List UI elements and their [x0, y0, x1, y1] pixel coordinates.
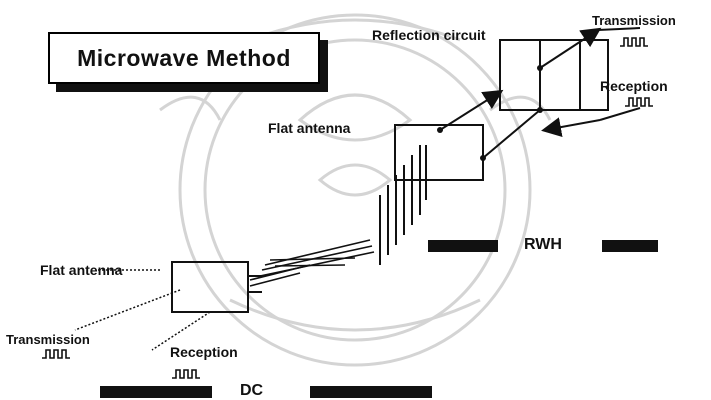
- reception-top-label: Reception: [600, 78, 668, 94]
- reflection-circuit-box: [499, 39, 609, 111]
- dc-label: DC: [240, 382, 264, 399]
- flat-antenna-bottom-label: Flat antenna: [40, 262, 123, 278]
- reflection-circuit-label: Reflection circuit: [372, 27, 486, 43]
- flat-antenna-top-box: [394, 124, 484, 181]
- pulse-train-icon: [42, 37, 653, 379]
- diagram-title: Microwave Method: [77, 44, 291, 71]
- reception-bottom-label: Reception: [170, 344, 238, 360]
- label-bars: [100, 240, 658, 398]
- flat-antenna-top-label: Flat antenna: [268, 120, 351, 136]
- title-box: Microwave Method: [48, 32, 320, 84]
- flat-antenna-bottom-box: [171, 261, 262, 313]
- wave-beam-lines: [249, 239, 375, 287]
- transmission-bottom-label: Transmission: [6, 332, 90, 347]
- antenna-plates-top: [379, 145, 427, 265]
- transmission-top-label: Transmission: [592, 13, 676, 28]
- rwh-label: RWH: [524, 236, 562, 253]
